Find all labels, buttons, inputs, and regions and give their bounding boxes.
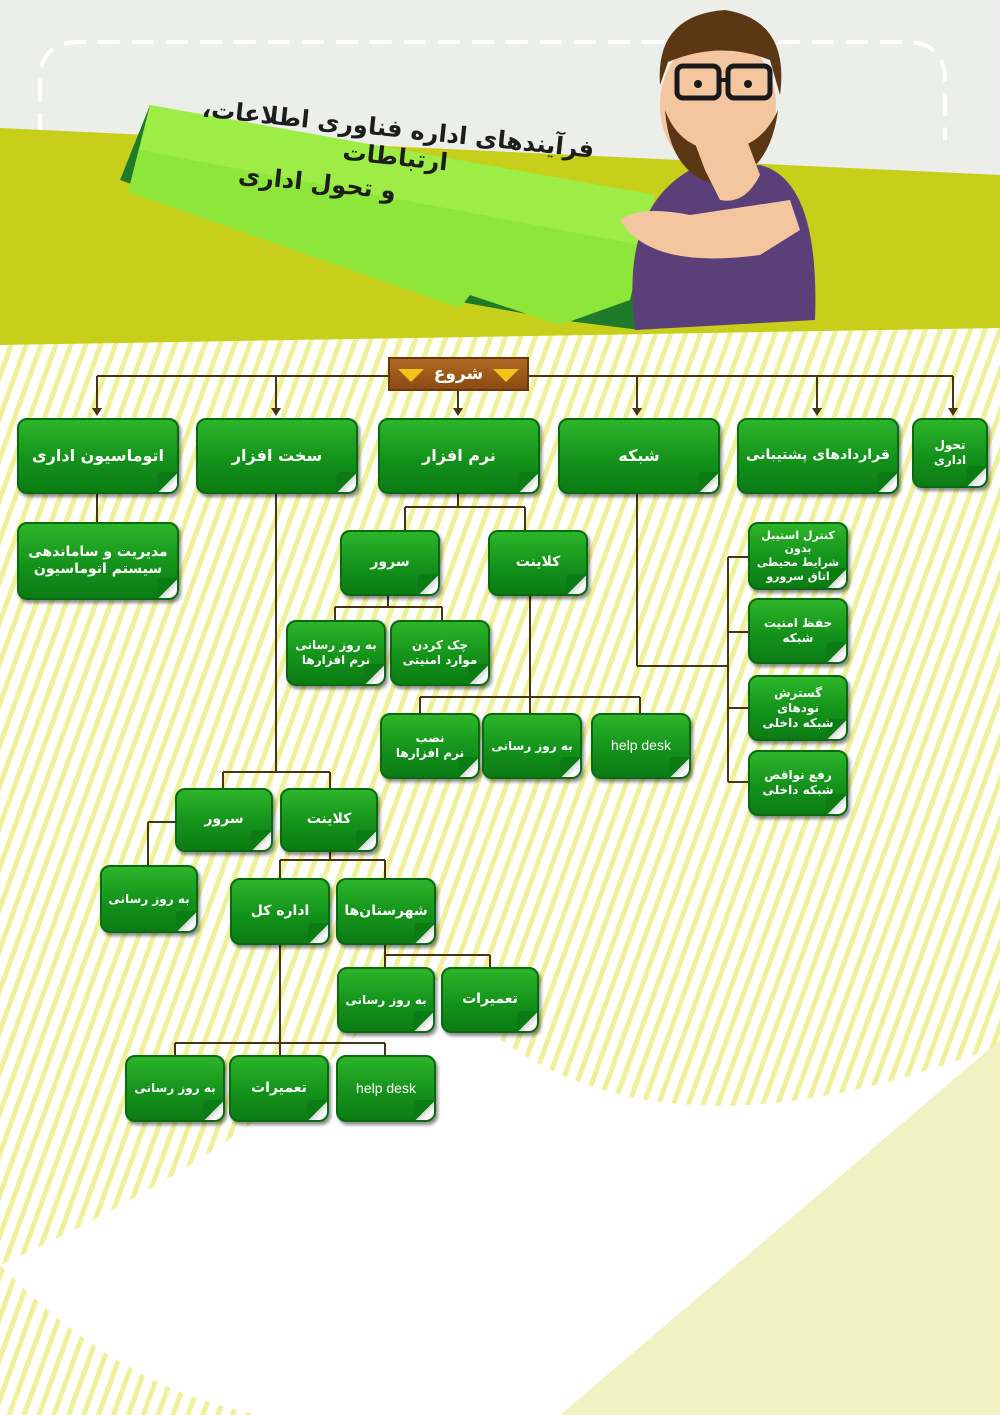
node-cities-repairs: تعمیرات	[441, 967, 539, 1033]
node-hardware-server-update: به روز رسانی	[100, 865, 198, 933]
node-network-security: حفظ امنیت شبکه	[748, 598, 848, 664]
yellow-corner	[560, 1040, 1000, 1415]
node-software-server: سرور	[340, 530, 440, 596]
node-headquarters: اداره کل	[230, 878, 330, 945]
node-client-update: به روز رسانی	[482, 713, 582, 779]
node-software-install: نصب نرم افزارها	[380, 713, 480, 779]
node-network-expansion: گسترش نودهای شبکه داخلی	[748, 675, 848, 741]
dashed-frame	[38, 40, 947, 140]
node-helpdesk: help desk	[591, 713, 691, 779]
connectors	[96, 375, 954, 1055]
start-label: شروع	[433, 364, 484, 384]
node-hardware-client: کلاینت	[280, 788, 378, 852]
node-software: نرم افزار	[378, 418, 540, 494]
node-network: شبکه	[558, 418, 720, 494]
character-illustration	[620, 10, 816, 330]
start-node: شروع	[388, 357, 529, 391]
node-hq-helpdesk: help desk	[336, 1055, 436, 1122]
chevron-down-icon	[398, 369, 424, 382]
node-support-contracts: قراردادهای پشتیبانی	[737, 418, 899, 494]
node-hq-repairs: تعمیرات	[229, 1055, 329, 1122]
node-automation-management: مدیریت و ساماندهی سیستم اتوماسیون	[17, 522, 179, 600]
node-software-client: کلاینت	[488, 530, 588, 596]
chevron-down-icon	[493, 369, 519, 382]
arrowheads	[92, 408, 958, 416]
node-software-update: به روز رسانی نرم افزارها	[286, 620, 386, 686]
node-administrative-transformation: تحول اداری	[912, 418, 988, 488]
node-server-room-control: کنترل استیبل بدون شرایط محیطی اتاق سرورو	[748, 522, 848, 590]
node-cities: شهرستان‌ها	[336, 878, 436, 945]
node-hardware: سخت افزار	[196, 418, 358, 494]
node-hq-update: به روز رسانی	[125, 1055, 225, 1122]
node-security-check: چک کردن موارد امنیتی	[390, 620, 490, 686]
node-hardware-server: سرور	[175, 788, 273, 852]
node-network-fix: رفع نواقص شبکه داخلی	[748, 750, 848, 816]
node-office-automation: اتوماسیون اداری	[17, 418, 179, 494]
node-cities-update: به روز رسانی	[337, 967, 435, 1033]
